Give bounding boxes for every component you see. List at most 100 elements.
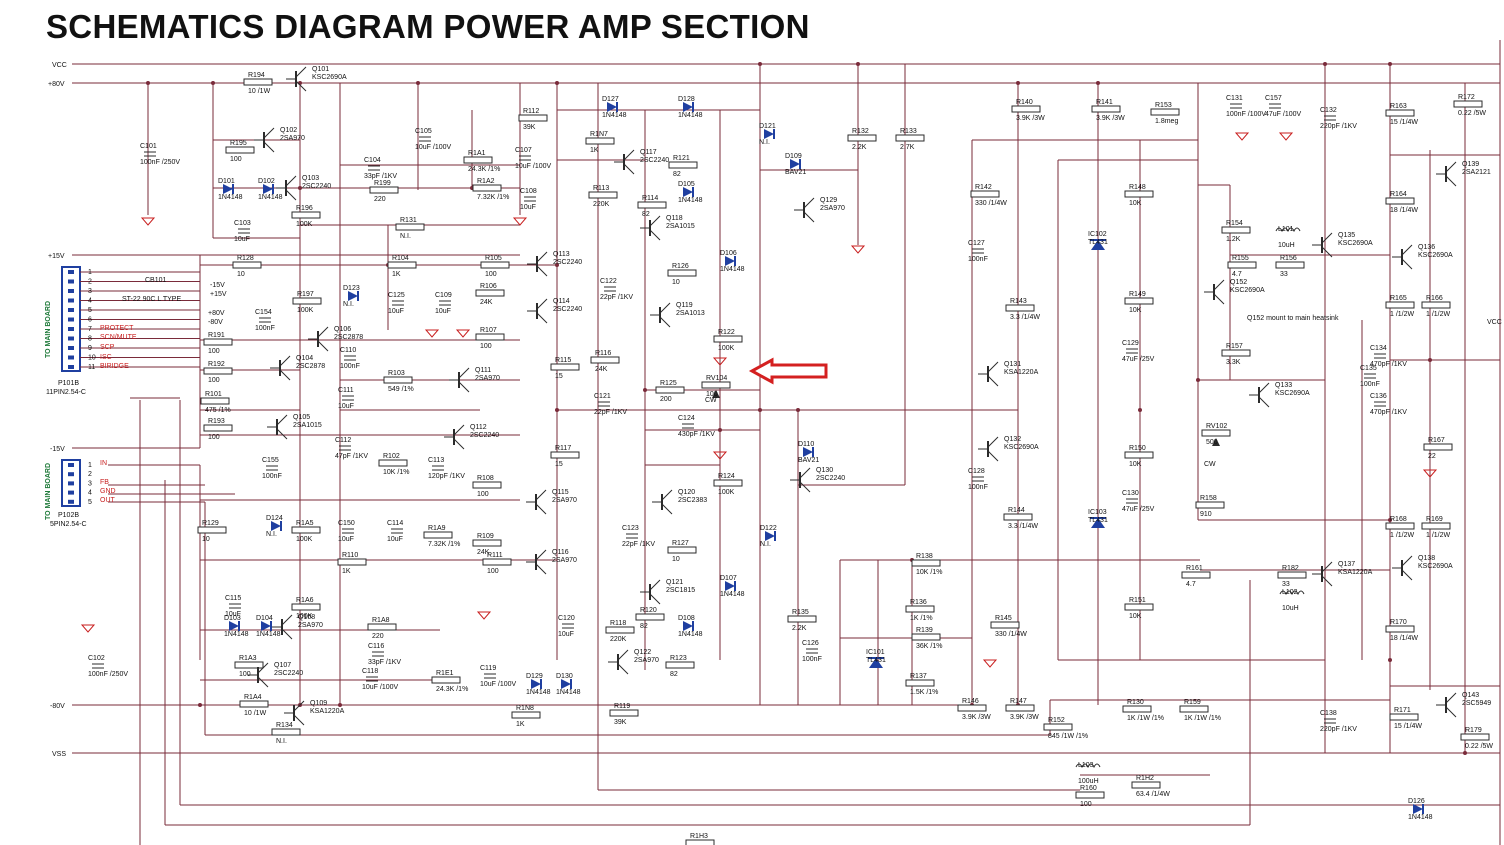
component-value: 1 /1/2W [1426, 311, 1451, 318]
component-value: TL431 [1088, 239, 1108, 246]
component-value: 100 [208, 434, 220, 441]
component-value: 10K [1129, 200, 1142, 207]
transistor-emitter [276, 428, 288, 440]
component-r156: R156 33 [1275, 255, 1305, 278]
component-ref: C109 [435, 292, 452, 299]
component-value: 33 [1280, 271, 1288, 278]
component-ref: Q122 [634, 649, 651, 656]
component-ref: C126 [802, 640, 819, 647]
power-rails: VCC +80V +15V -15V -80V VSS [48, 62, 1500, 758]
note-cw2: CW [1204, 461, 1216, 468]
component-ref: R156 [1280, 255, 1297, 262]
resistor-symbol [1181, 571, 1211, 579]
component-value: 1 /1/2W [1390, 532, 1415, 539]
resistor-symbol [609, 709, 639, 717]
component-ref: R155 [1232, 255, 1249, 262]
component-value: 24K [477, 549, 490, 556]
resistor-symbol [1124, 451, 1154, 459]
transistor-emitter [317, 340, 329, 352]
component-ref: D130 [556, 673, 573, 680]
component-ref: R151 [1129, 597, 1146, 604]
component-ref: Q137 [1338, 561, 1355, 568]
component-value: 2SA970 [280, 135, 305, 142]
component-value: 100 [1080, 801, 1092, 808]
component-ref: Q111 [475, 367, 491, 374]
component-ref: R191 [208, 332, 225, 339]
component-value: 100K [296, 536, 313, 543]
pin-number: 4 [88, 490, 92, 497]
component-ref: C157 [1265, 95, 1282, 102]
component-ref: IC103 [1088, 509, 1107, 516]
pin-number: 9 [88, 345, 92, 352]
component-ref: C128 [968, 468, 985, 475]
component-value: 47uF /25V [1122, 506, 1155, 513]
transistor-emitter [799, 481, 811, 493]
resistor-symbol [1221, 349, 1251, 357]
resistor-symbol [1003, 513, 1033, 521]
component-ref: R107 [480, 327, 497, 334]
component-value: 200 [660, 396, 672, 403]
component-ref: R135 [792, 609, 809, 616]
transistor-emitter [453, 438, 465, 450]
component-value: 3.3 /1/4W [1008, 523, 1038, 530]
component-ref: R143 [1010, 298, 1027, 305]
component-value: 2SC2240 [302, 183, 331, 190]
transistor-collector [279, 355, 291, 367]
component-ref: R142 [975, 184, 992, 191]
resistor-symbol [1385, 109, 1415, 117]
component-value: KSC2690A [1338, 240, 1373, 247]
component-value: 10 [237, 271, 245, 278]
component-value: KSC2690A [312, 74, 347, 81]
component-ref: Q104 [296, 355, 313, 362]
component-ref: C154 [255, 309, 272, 316]
component-ref: C115 [225, 595, 241, 602]
transistor-collector [295, 66, 307, 78]
resistor-symbol [1453, 100, 1483, 108]
transistor-emitter [1321, 246, 1333, 258]
component-value: 1.5K /1% [910, 689, 938, 696]
transistor-collector [1213, 279, 1225, 291]
component-ref: R122 [718, 329, 735, 336]
transistor-emitter [1445, 706, 1457, 718]
component-ref: R158 [1200, 495, 1217, 502]
component-value: 82 [642, 211, 650, 218]
diode-icon [531, 679, 541, 689]
transistor-collector [661, 489, 673, 501]
resistor-symbol [203, 424, 233, 432]
component-ref: D105 [678, 181, 695, 188]
component-value: 220pF /1KV [1320, 123, 1357, 130]
component-value: 10uF [388, 308, 404, 315]
component-value: 1K /1W /1% [1184, 715, 1221, 722]
component-value: 1N4148 [556, 689, 581, 696]
component-value: 10uF [225, 611, 241, 618]
component-ref: Q119 [676, 302, 693, 309]
connector-pin [68, 499, 74, 504]
transistor-emitter [279, 369, 291, 381]
signal-in: IN [100, 460, 107, 467]
component-value: 47uF /25V [1122, 356, 1155, 363]
component-ref: Q139 [1462, 161, 1479, 168]
component-value: 100 [487, 568, 499, 575]
resistor-symbol [203, 338, 233, 346]
